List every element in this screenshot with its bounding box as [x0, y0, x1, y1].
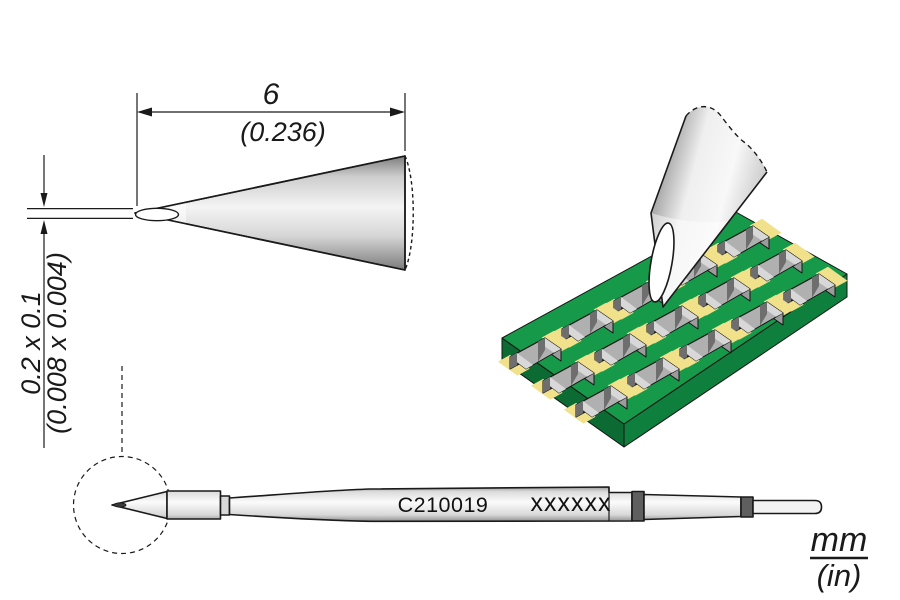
tip-in-label: (0.008 x 0.004): [42, 252, 72, 434]
arrow-down: [40, 193, 48, 207]
tip-cone-outline: [134, 155, 406, 271]
length-mm-label: 6: [263, 78, 280, 111]
arrow-up: [40, 220, 48, 234]
application-illustration: [497, 105, 848, 448]
marking-text: xxxxxx: [531, 489, 612, 517]
chisel-face-3d: [648, 222, 675, 303]
arrow-right: [390, 107, 405, 117]
tip-detail-drawing: 6 (0.236) 0.2 x 0.1 (0.008 x 0.004): [16, 78, 414, 448]
length-in-label: (0.236): [240, 117, 326, 147]
cartridge-side-view: C210019 xxxxxx: [72, 366, 823, 555]
cartridge-tube: [643, 493, 742, 521]
cartridge-ring-2: [740, 496, 754, 518]
units-imperial-label: (in): [817, 558, 862, 593]
arrow-left: [137, 107, 152, 117]
cone-back-edge-dashed: [404, 155, 414, 271]
model-number-text: C210019: [398, 493, 489, 517]
tip-cone-cut-edge-dashed: [685, 105, 768, 173]
cartridge-collar: [166, 490, 222, 520]
dimension-tip-size: 0.2 x 0.1 (0.008 x 0.004): [16, 155, 133, 448]
cartridge-tip-point: [113, 502, 127, 508]
units-metric-label: mm: [811, 521, 868, 559]
dimension-length: 6 (0.236): [136, 78, 406, 206]
soldering-tip-cone: [648, 105, 768, 308]
units-note: mm (in): [810, 521, 868, 593]
cartridge-ring-1: [631, 490, 645, 522]
tip-cone-body: [651, 106, 767, 308]
tip-mm-label: 0.2 x 0.1: [16, 291, 46, 395]
cartridge-rod: [752, 499, 823, 515]
cartridge-groove: [219, 495, 231, 516]
chisel-face: [134, 207, 180, 222]
